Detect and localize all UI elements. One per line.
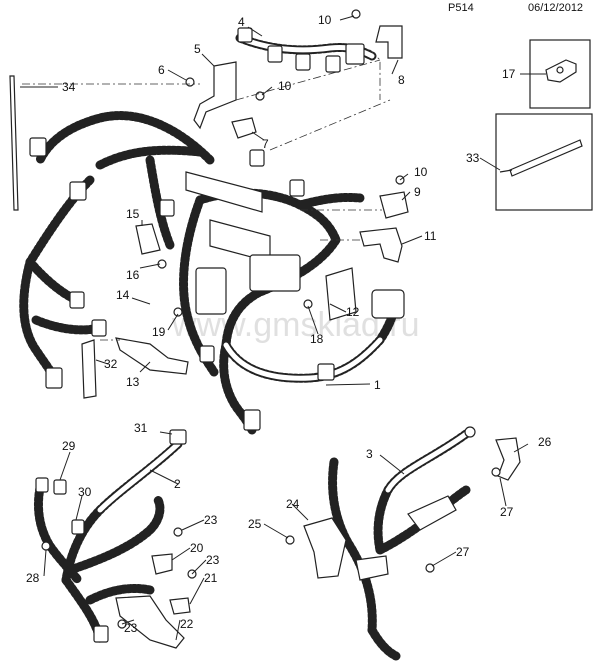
connector-icon bbox=[29, 27, 405, 431]
callout-15: 15 bbox=[126, 207, 140, 221]
callout-27-top: 27 bbox=[500, 505, 514, 519]
callout-23-top: 23 bbox=[204, 513, 218, 527]
callout-33: 33 bbox=[466, 151, 480, 165]
callout-31: 31 bbox=[134, 421, 148, 435]
callout-6: 6 bbox=[158, 63, 165, 77]
main-harness-icon bbox=[19, 33, 399, 435]
callout-18: 18 bbox=[310, 332, 324, 346]
callout-14: 14 bbox=[116, 288, 130, 302]
callout-30: 30 bbox=[78, 485, 92, 499]
callout-25: 25 bbox=[248, 517, 262, 531]
callout-7: 7 bbox=[262, 137, 269, 151]
callout-2: 2 bbox=[174, 477, 181, 491]
battery-harness-icon bbox=[285, 426, 521, 661]
callout-26: 26 bbox=[538, 435, 552, 449]
callout-12: 12 bbox=[346, 305, 360, 319]
callout-23-mid: 23 bbox=[206, 553, 220, 567]
callout-13: 13 bbox=[126, 375, 140, 389]
callout-4: 4 bbox=[238, 15, 245, 29]
callout-5: 5 bbox=[194, 42, 201, 56]
callout-20: 20 bbox=[190, 541, 204, 555]
leader-lines bbox=[20, 15, 546, 641]
page-code: P514 bbox=[448, 2, 474, 14]
callout-28: 28 bbox=[26, 571, 40, 585]
print-date: 06/12/2012 bbox=[528, 2, 584, 14]
callout-16: 16 bbox=[126, 268, 140, 282]
callout-11: 11 bbox=[424, 229, 437, 243]
callout-24: 24 bbox=[286, 497, 300, 511]
callout-32: 32 bbox=[104, 357, 118, 371]
callout-3: 3 bbox=[366, 447, 373, 461]
inset-cable-tie-box bbox=[495, 113, 593, 211]
callout-23-bottom: 23 bbox=[124, 621, 138, 635]
callout-21: 21 bbox=[204, 571, 218, 585]
bracket-icon bbox=[9, 25, 409, 399]
callout-1: 1 bbox=[374, 378, 381, 392]
callout-34: 34 bbox=[62, 80, 76, 94]
callout-10-right: 10 bbox=[414, 165, 428, 179]
callout-10-top: 10 bbox=[318, 13, 332, 27]
callout-19: 19 bbox=[152, 325, 166, 339]
callout-17: 17 bbox=[502, 67, 516, 81]
callout-8: 8 bbox=[398, 73, 405, 87]
callout-10-mid: 10 bbox=[278, 79, 292, 93]
wiring-harness-icon bbox=[33, 429, 197, 649]
callout-29: 29 bbox=[62, 439, 76, 453]
callout-9: 9 bbox=[414, 185, 421, 199]
callout-27-bottom: 27 bbox=[456, 545, 470, 559]
callout-22: 22 bbox=[180, 617, 194, 631]
